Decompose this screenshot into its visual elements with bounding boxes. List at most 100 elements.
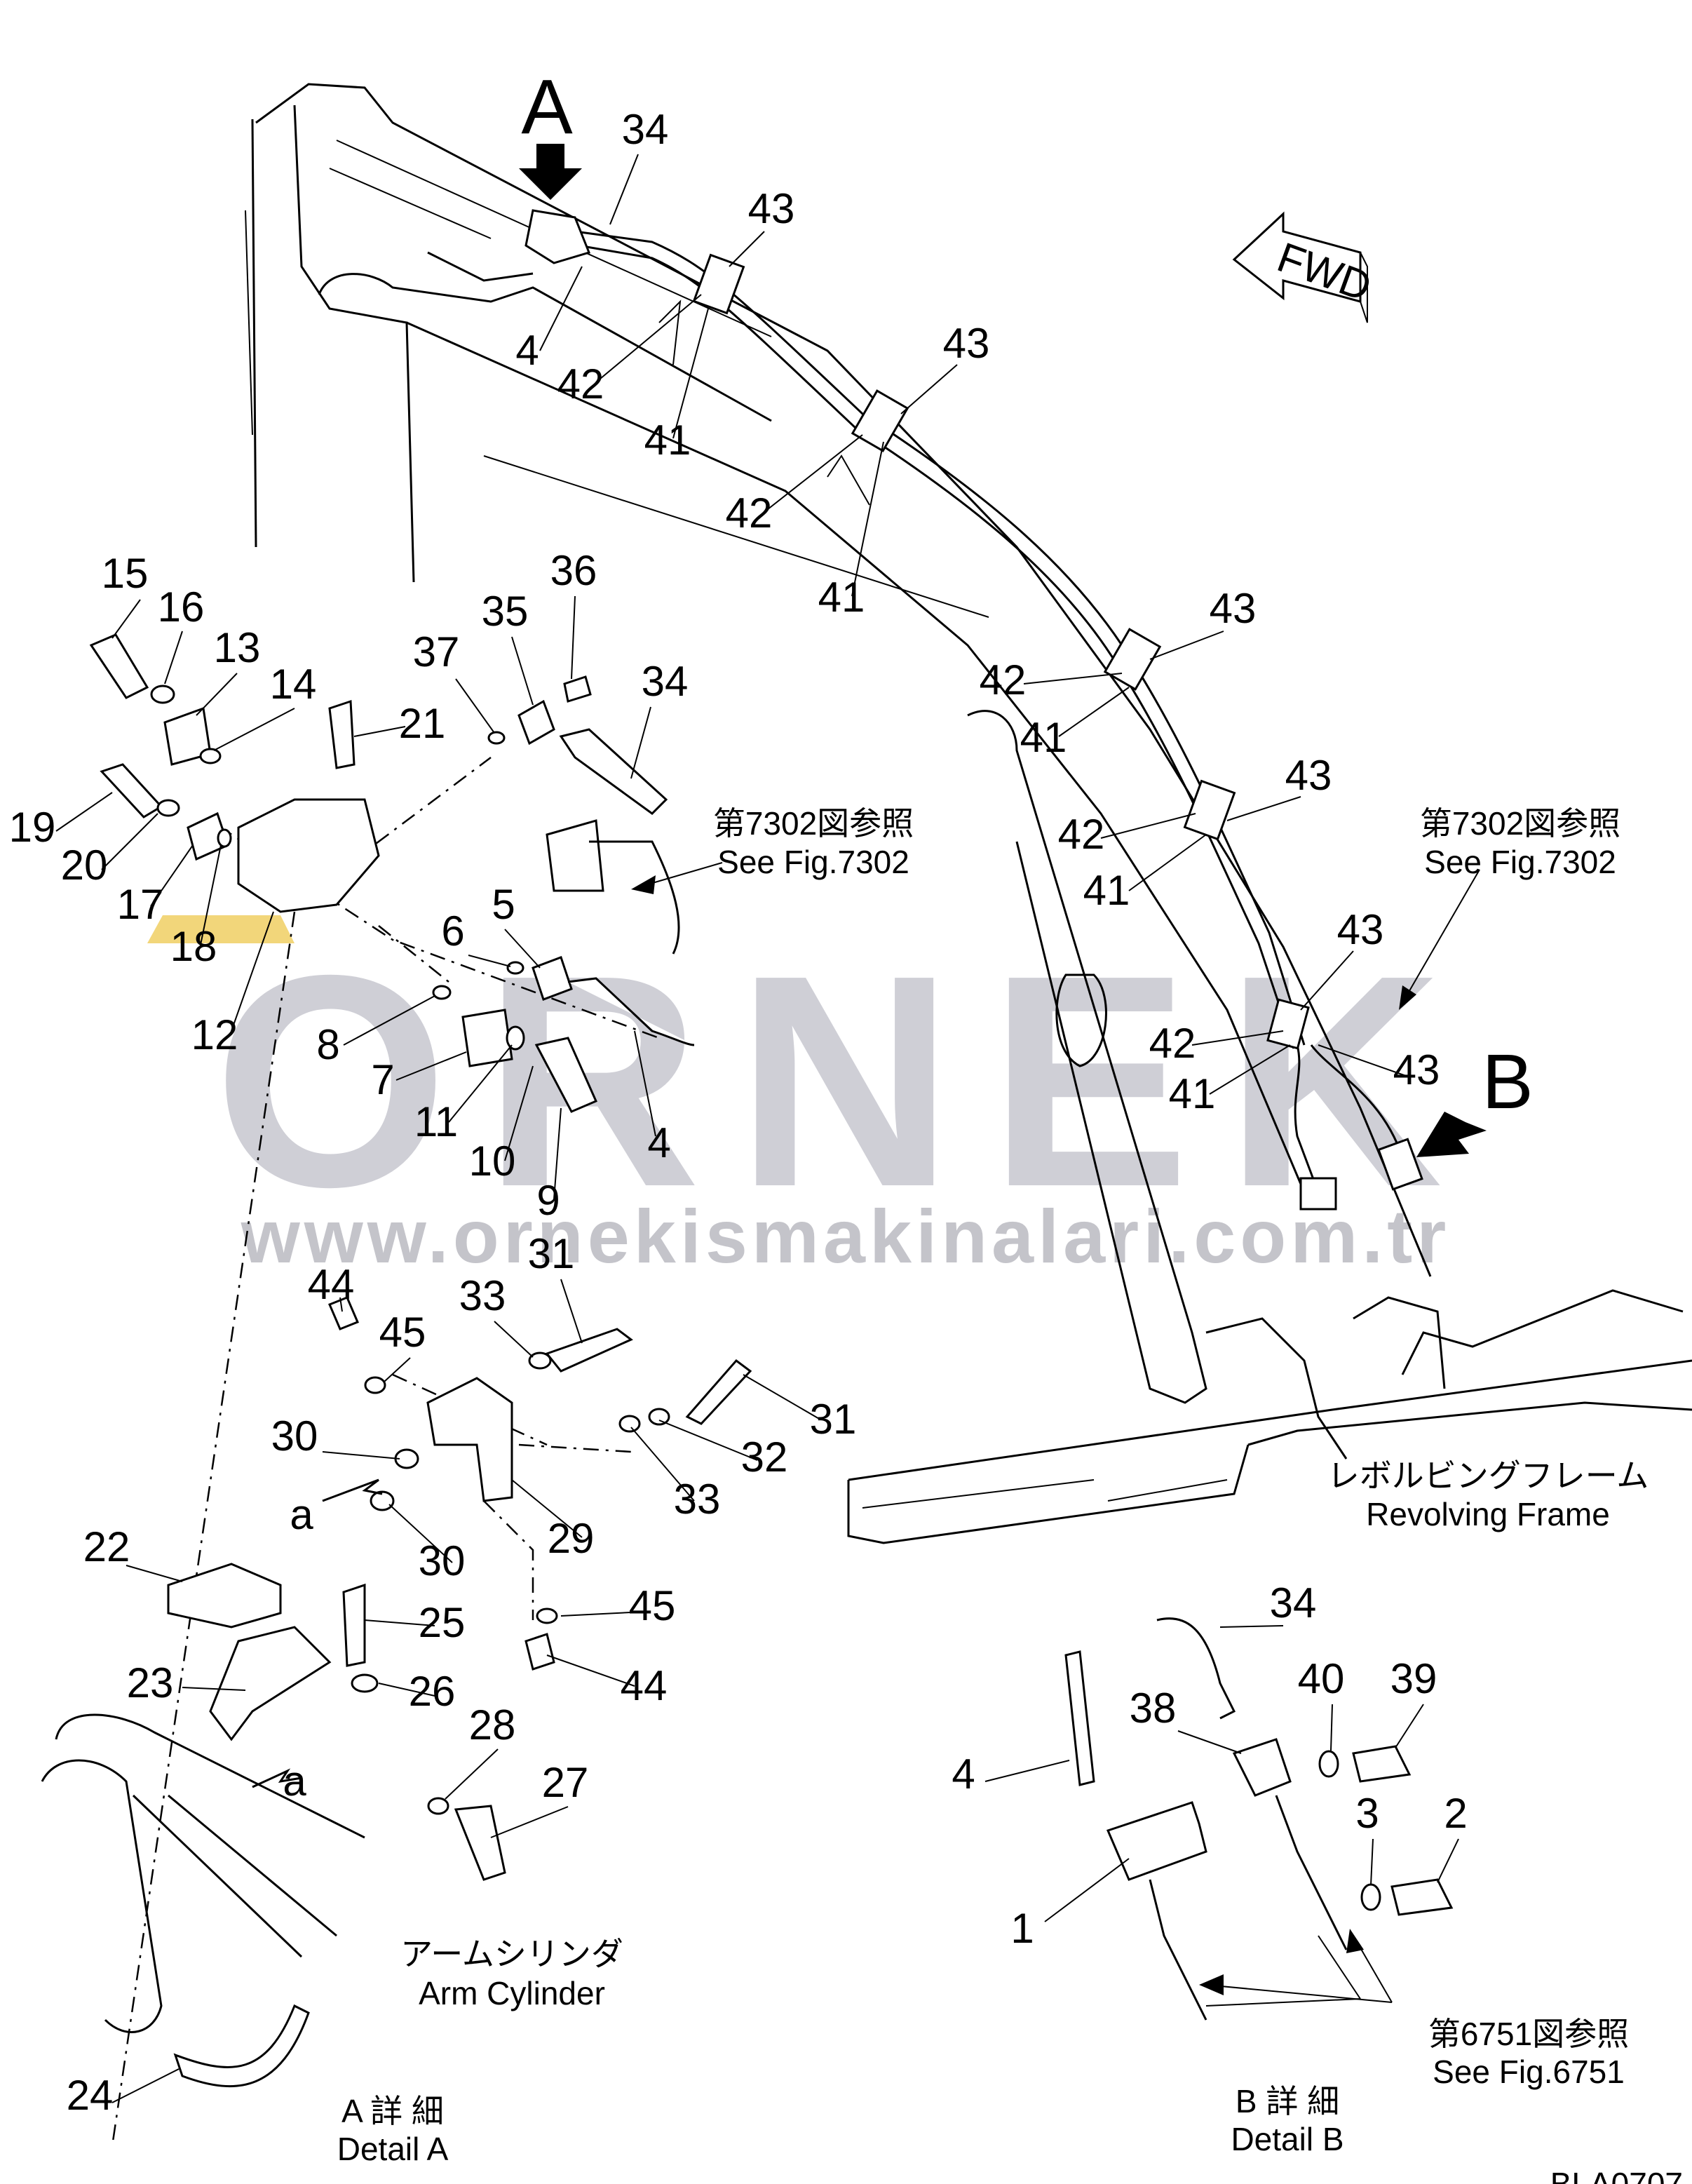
callout-5: 5 (492, 881, 515, 928)
callout-43: 43 (1285, 752, 1332, 799)
watermark-accent (147, 915, 295, 943)
callout-25: 25 (419, 1599, 466, 1646)
callout-1: 1 (1010, 1905, 1034, 1952)
pipe-run (524, 209, 1423, 1211)
callout-18: 18 (170, 923, 217, 970)
callout-22: 22 (83, 1523, 130, 1570)
callout-37: 37 (413, 628, 460, 675)
callout-40: 40 (1298, 1655, 1345, 1702)
note-revolving-frame-en: Revolving Frame (1366, 1496, 1610, 1532)
note-see-fig-7302-right-jp: 第7302図参照 (1420, 805, 1620, 842)
callout-33: 33 (674, 1476, 721, 1523)
callout-34: 34 (642, 658, 689, 705)
callout-41: 41 (1169, 1070, 1216, 1117)
callout-44: 44 (621, 1662, 668, 1709)
callout-31: 31 (528, 1230, 575, 1277)
callout-10: 10 (469, 1138, 516, 1185)
callout-35: 35 (482, 588, 529, 635)
view-letter-a: A (521, 64, 573, 150)
callout-23: 23 (127, 1659, 174, 1706)
callout-30: 30 (419, 1537, 466, 1584)
drawing-code: BLA0707 (1550, 2166, 1683, 2184)
note-see-fig-6751-jp: 第6751図参照 (1428, 2016, 1629, 2052)
callout-43: 43 (1337, 906, 1384, 953)
note-see-fig-7302-left-jp: 第7302図参照 (713, 805, 914, 842)
callout-9: 9 (536, 1177, 560, 1224)
callout-41: 41 (1083, 867, 1130, 914)
callout-11: 11 (414, 1098, 458, 1145)
note-revolving-frame-jp: レボルビングフレーム (1327, 1457, 1649, 1494)
callout-43: 43 (1210, 585, 1257, 632)
view-arrow-a (519, 144, 582, 200)
callout-44: 44 (308, 1261, 355, 1308)
callout-24: 24 (67, 2072, 114, 2119)
callout-41: 41 (1020, 714, 1067, 761)
callout-38: 38 (1130, 1685, 1177, 1732)
detail-a-parts: a a (41, 633, 752, 2147)
note-detail-a-jp: A 詳 細 (341, 2093, 444, 2129)
note-detail-a-en: Detail A (337, 2131, 449, 2167)
callout-42: 42 (980, 656, 1027, 703)
callout-14: 14 (270, 661, 317, 708)
callout-4: 4 (647, 1119, 670, 1166)
note-detail-b-jp: B 詳 細 (1236, 2083, 1339, 2119)
note-arm-cylinder-jp: アームシリンダ (400, 1936, 623, 1972)
fwd-label: FWD (1271, 234, 1377, 311)
callout-43: 43 (1393, 1046, 1440, 1093)
callout-30: 30 (271, 1413, 318, 1460)
note-pointers (631, 862, 1480, 2003)
note-see-fig-7302-right-en: See Fig.7302 (1424, 844, 1616, 880)
callout-43: 43 (943, 320, 990, 367)
callout-42: 42 (1149, 1020, 1196, 1067)
callout-45: 45 (379, 1309, 426, 1356)
callout-4: 4 (952, 1751, 975, 1798)
view-letter-b: B (1482, 1039, 1533, 1125)
callout-34: 34 (1270, 1579, 1317, 1626)
view-arrow-b (1416, 1112, 1487, 1157)
callout-41: 41 (644, 417, 691, 464)
callout-34: 34 (622, 106, 669, 153)
callout-2: 2 (1444, 1790, 1467, 1837)
boom-structure (245, 83, 1692, 1544)
callout-26: 26 (409, 1668, 456, 1715)
callout-45: 45 (629, 1582, 676, 1629)
callout-33: 33 (459, 1272, 506, 1319)
callout-17: 17 (117, 881, 164, 928)
callout-43: 43 (748, 185, 795, 232)
callout-28: 28 (469, 1701, 516, 1748)
callout-20: 20 (61, 842, 108, 889)
callout-42: 42 (557, 360, 604, 407)
note-arm-cylinder-en: Arm Cylinder (419, 1975, 605, 2011)
leader-lines (55, 154, 1459, 2103)
callout-4: 4 (515, 327, 539, 374)
callout-42: 42 (1058, 811, 1105, 858)
callout-16: 16 (158, 584, 205, 631)
callout-31: 31 (810, 1396, 857, 1443)
watermark: ORNEK www.ornekismakinalari.com.tr (147, 913, 1478, 1279)
callout-36: 36 (550, 547, 597, 594)
callout-42: 42 (726, 490, 773, 537)
watermark-url: www.ornekismakinalari.com.tr (241, 1194, 1451, 1279)
callout-19: 19 (9, 804, 56, 851)
callout-12: 12 (191, 1011, 238, 1058)
callout-29: 29 (548, 1515, 595, 1562)
callout-27: 27 (542, 1759, 589, 1806)
callout-39: 39 (1390, 1655, 1437, 1702)
callout-6: 6 (441, 908, 464, 955)
note-detail-b-en: Detail B (1231, 2121, 1344, 2157)
reference-notes: 第7302図参照 See Fig.7302 第7302図参照 See Fig.7… (337, 805, 1683, 2184)
detail-b-parts (1064, 1617, 1454, 2021)
callout-7: 7 (371, 1056, 394, 1103)
fwd-direction-arrow: FWD (1232, 211, 1378, 323)
callout-32: 32 (741, 1434, 788, 1481)
watermark-brand: ORNEK (214, 913, 1478, 1250)
view-letter-a-small-upper: a (290, 1491, 313, 1538)
callout-21: 21 (399, 700, 446, 747)
view-indicators: A B (519, 64, 1534, 1157)
callout-41: 41 (818, 574, 865, 621)
note-see-fig-6751-en: See Fig.6751 (1433, 2054, 1625, 2090)
note-see-fig-7302-left-en: See Fig.7302 (717, 844, 909, 880)
